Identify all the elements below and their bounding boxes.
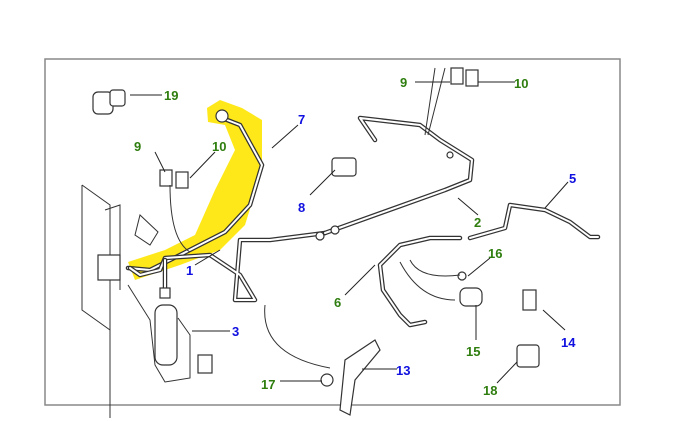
cap-18 bbox=[516, 344, 540, 368]
bolt-16 bbox=[457, 271, 467, 281]
bracket-13 bbox=[339, 339, 381, 416]
callout-17[interactable]: 17 bbox=[261, 377, 275, 392]
callout-15[interactable]: 15 bbox=[466, 344, 480, 359]
callout-18[interactable]: 18 bbox=[483, 383, 497, 398]
callout-3[interactable]: 3 bbox=[232, 324, 239, 339]
callout-8[interactable]: 8 bbox=[298, 200, 305, 215]
callout-19[interactable]: 19 bbox=[164, 88, 178, 103]
callout-9-right[interactable]: 9 bbox=[400, 75, 407, 90]
callout-9-left[interactable]: 9 bbox=[134, 139, 141, 154]
clip-9-10-left bbox=[159, 169, 189, 189]
callout-6[interactable]: 6 bbox=[334, 295, 341, 310]
receiver-drier-3[interactable] bbox=[127, 284, 213, 383]
grommet-8 bbox=[331, 157, 357, 177]
callout-10-left[interactable]: 10 bbox=[212, 139, 226, 154]
callout-2[interactable]: 2 bbox=[474, 215, 481, 230]
clamp-15 bbox=[459, 287, 483, 307]
highlight-part-7[interactable] bbox=[128, 100, 262, 280]
radiator bbox=[81, 184, 159, 418]
diagram-frame bbox=[44, 58, 621, 406]
grommet-19 bbox=[92, 89, 126, 115]
clip-14 bbox=[522, 289, 537, 311]
callout-16[interactable]: 16 bbox=[488, 246, 502, 261]
nut-17 bbox=[320, 373, 334, 387]
hose-6[interactable] bbox=[377, 235, 463, 328]
leader-lines bbox=[130, 81, 569, 384]
callout-14[interactable]: 14 bbox=[561, 335, 576, 350]
callout-13[interactable]: 13 bbox=[396, 363, 410, 378]
callout-10-right[interactable]: 10 bbox=[514, 76, 528, 91]
callout-7[interactable]: 7 bbox=[298, 112, 305, 127]
callout-1[interactable]: 1 bbox=[186, 263, 193, 278]
clip-9-10-right bbox=[450, 67, 479, 87]
callout-5[interactable]: 5 bbox=[569, 171, 576, 186]
